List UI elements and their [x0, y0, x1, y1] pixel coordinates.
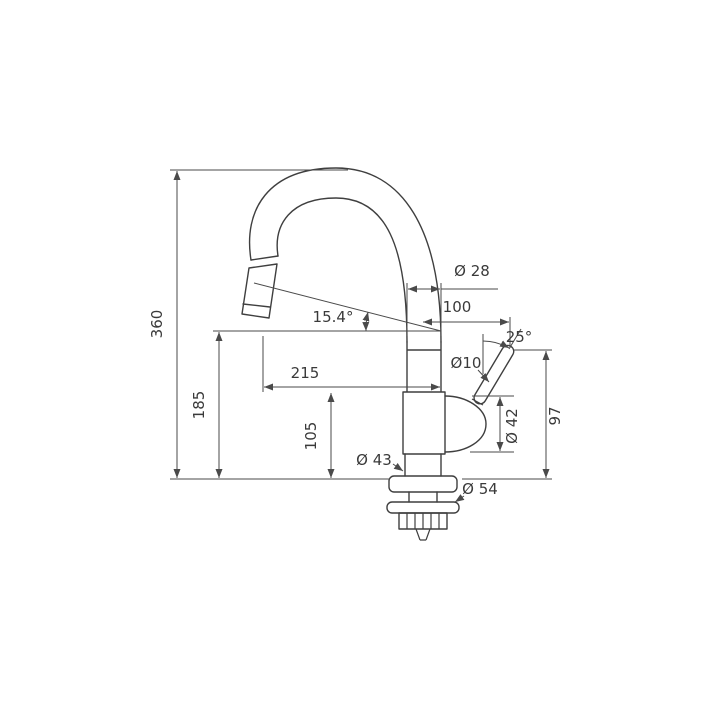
nut-knurling	[406, 513, 440, 529]
spout-arc	[248, 167, 442, 343]
dim-label-handle-diameter: Ø 42	[503, 408, 521, 444]
dim-spout-diameter: Ø 28	[406, 262, 498, 336]
dim-label-spout-diameter: Ø 28	[454, 262, 490, 280]
ext-lines-handle-height	[462, 349, 552, 480]
mounting-shank	[408, 491, 438, 503]
spray-head	[241, 255, 279, 319]
leader-body-diameter	[392, 462, 404, 472]
dim-outlet-height: 185	[190, 332, 223, 478]
leader-base-diameter	[454, 494, 465, 503]
dim-label-spout-reach: 215	[291, 364, 320, 382]
dim-lever-diameter: Ø10	[451, 354, 490, 383]
faucet-outline	[241, 167, 515, 541]
ext-lines-spout-diameter	[406, 283, 498, 336]
leader-lever-diameter	[477, 369, 490, 383]
dim-label-outlet-angle: 15.4°	[313, 308, 354, 326]
dim-total-height: 360	[148, 169, 390, 480]
dim-spout-reach: 215	[262, 336, 440, 392]
angle-arc-outlet	[362, 311, 370, 332]
dim-label-body-height: 105	[302, 422, 320, 451]
dim-body-height: 105	[302, 393, 335, 478]
dim-outlet-angle: 15.4°	[213, 282, 442, 332]
deck-flange	[388, 475, 458, 493]
dim-handle-offset: 100	[423, 298, 511, 348]
dimension-annotations: 360 185 15.4° 215 105 Ø 28	[148, 169, 564, 503]
ext-lines-handle-diameter	[470, 395, 514, 453]
base-assembly	[386, 453, 460, 541]
dim-base-diameter: Ø 54	[454, 480, 498, 503]
gasket-plate	[386, 501, 460, 514]
dim-handle-angle: 25°	[482, 328, 533, 374]
dim-handle-diameter: Ø 42	[470, 395, 521, 453]
dim-label-body-diameter: Ø 43	[356, 451, 392, 469]
dim-label-lever-diameter: Ø10	[451, 354, 482, 372]
lever-joint-line	[471, 398, 484, 406]
dim-handle-height: 97	[462, 349, 564, 480]
angle-ref-slanted	[253, 282, 442, 332]
dim-label-handle-offset: 100	[443, 298, 472, 316]
faucet-body	[402, 341, 446, 455]
handle-body	[444, 395, 487, 453]
body-lower-neck	[404, 453, 442, 477]
dim-label-handle-height: 97	[546, 406, 564, 425]
dim-label-handle-angle: 25°	[506, 328, 533, 346]
angle-arc-handle	[482, 340, 510, 349]
dim-label-outlet-height: 185	[190, 391, 208, 420]
dim-label-base-diameter: Ø 54	[462, 480, 498, 498]
shank-tail	[415, 528, 431, 541]
ext-lines-total-height	[170, 169, 390, 480]
dim-body-diameter: Ø 43	[356, 451, 404, 472]
dim-label-total-height: 360	[148, 310, 166, 339]
angle-ref-lever-axis	[508, 328, 522, 350]
handle-lever	[473, 344, 515, 405]
